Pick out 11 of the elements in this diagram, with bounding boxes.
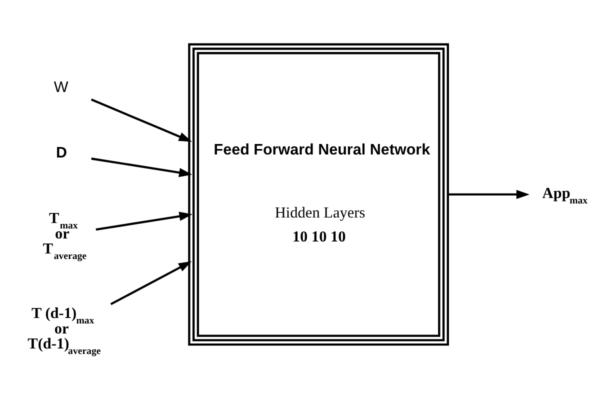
node-text: D	[56, 144, 68, 162]
node-box: Feed Forward Neural Network Hidden Layers 10 10 10	[188, 42, 449, 346]
arrow	[96, 211, 192, 230]
node-text: T (d-1)$_{max}$ or T(d-1)$_{average}$	[28, 304, 101, 357]
arrow	[91, 157, 192, 177]
node-text: App$_{max}$	[542, 184, 588, 206]
arrow	[448, 189, 530, 199]
arrow	[110, 260, 192, 305]
node-text: W	[54, 78, 68, 96]
arrow	[90, 98, 192, 142]
node-text: T$_{max}$ or T$_{average}$	[42, 210, 87, 262]
